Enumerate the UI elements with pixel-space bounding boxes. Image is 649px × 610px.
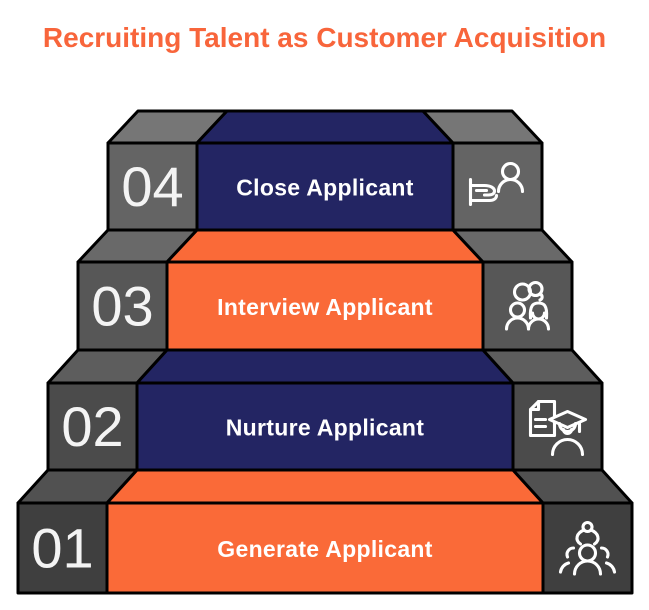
step-01-bar-top [105, 468, 545, 505]
step-number: 03 [91, 275, 153, 338]
step-number: 01 [31, 517, 93, 580]
step-04-bar-top [195, 109, 455, 145]
step-03-icon-cube-face [481, 260, 574, 352]
interview-people-icon [504, 280, 551, 331]
handshake-person-icon [468, 161, 525, 207]
claw-people-icon [558, 520, 617, 576]
step-03-bar-top [165, 228, 485, 264]
step-number: 02 [61, 395, 123, 458]
step-label: Close Applicant [236, 175, 413, 201]
step-label: Generate Applicant [217, 536, 432, 562]
step-number: 04 [121, 155, 183, 218]
step-label: Nurture Applicant [226, 415, 425, 441]
step-01-icon-cube-face [541, 501, 634, 595]
step-04-icon-cube-face [451, 141, 544, 232]
page-title: Recruiting Talent as Customer Acquisitio… [42, 22, 607, 53]
step-01: 01 Generate Applicant [16, 468, 634, 595]
document-graduate-icon [528, 399, 588, 457]
step-02-icon-cube-face [511, 381, 604, 472]
step-02: 02 Nurture Applicant [46, 348, 604, 472]
step-label: Interview Applicant [217, 294, 433, 320]
step-03: 03 Interview Applicant [76, 228, 574, 352]
step-02-bar-top [135, 348, 515, 385]
step-04: 04 Close Applicant [106, 109, 544, 232]
